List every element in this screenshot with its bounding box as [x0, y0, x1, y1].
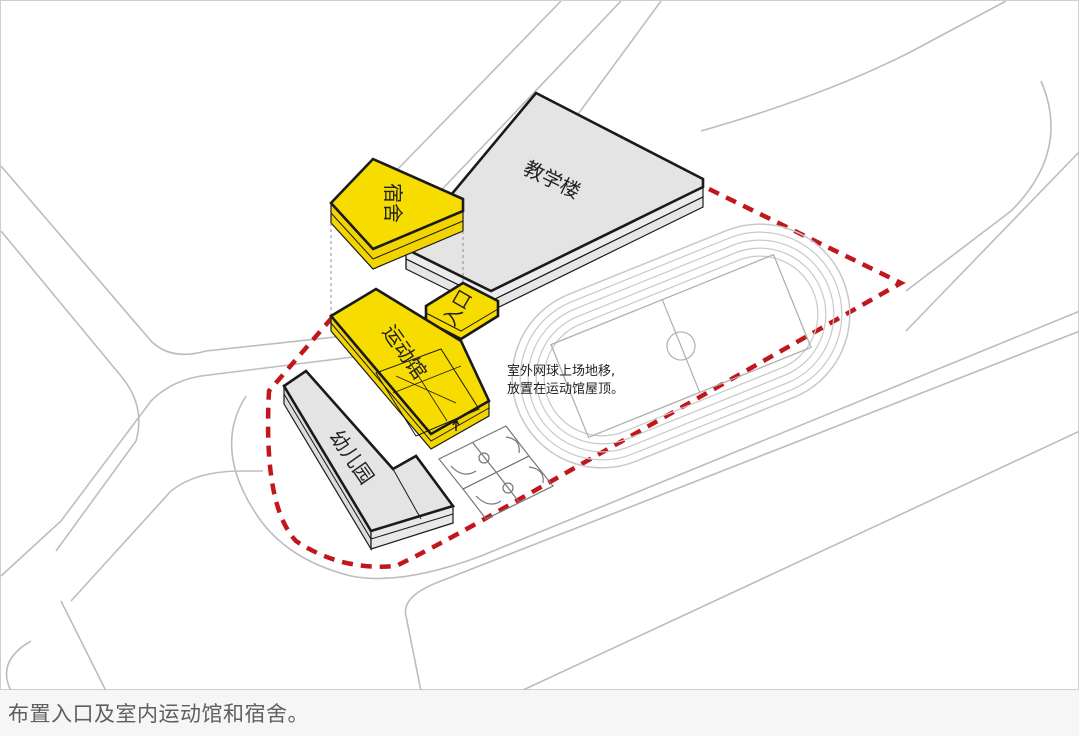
road-edge-upper-inner: [430, 0, 622, 202]
gymnasium: [329, 287, 491, 450]
annotation-line-1: 室外网球上场地移,: [507, 363, 615, 379]
road-edge-mid: [0, 355, 362, 577]
road-edge-lower: [404, 330, 1079, 692]
site-plan-svg: 教学楼 宿舍 入口 运动馆 幼儿园 室外网球上场地移, 放置在运动馆屋顶。: [0, 0, 1079, 692]
road-edge-right-outer: [905, 150, 1079, 332]
entry-arrow-icon: [452, 418, 460, 431]
dormitory: [329, 157, 465, 331]
caption-bar: 布置入口及室内运动馆和宿舍。: [0, 690, 1079, 736]
roads: [0, 0, 1079, 692]
site-boundary: [265, 186, 906, 569]
road-edge-right-curve: [905, 80, 1052, 292]
dormitory-label: 宿舍: [381, 183, 405, 223]
rooftop-tennis-court: [375, 348, 480, 437]
running-track: [511, 223, 851, 469]
kindergarten: [282, 369, 456, 552]
road-edge-top-right: [700, 0, 1007, 132]
road-edge-corner: [5, 640, 32, 692]
figure-caption: 布置入口及室内运动馆和宿舍。: [8, 702, 309, 726]
road-edge-bottom: [520, 430, 1079, 692]
road-edge-upper-outer: [395, 0, 562, 172]
basketball-courts: [438, 425, 554, 520]
basketball-court-2: [462, 455, 554, 520]
site-plan-diagram: 教学楼 宿舍 入口 运动馆 幼儿园 室外网球上场地移, 放置在运动馆屋顶。: [0, 0, 1079, 692]
road-edge-left-block: [0, 230, 140, 552]
road-edge-bottom-left: [60, 600, 107, 692]
entrance: [424, 281, 500, 341]
annotation-line-2: 放置在运动馆屋顶。: [507, 382, 624, 397]
road-edge-lower-left: [70, 470, 263, 602]
road-edge-site-front: [230, 310, 1079, 580]
